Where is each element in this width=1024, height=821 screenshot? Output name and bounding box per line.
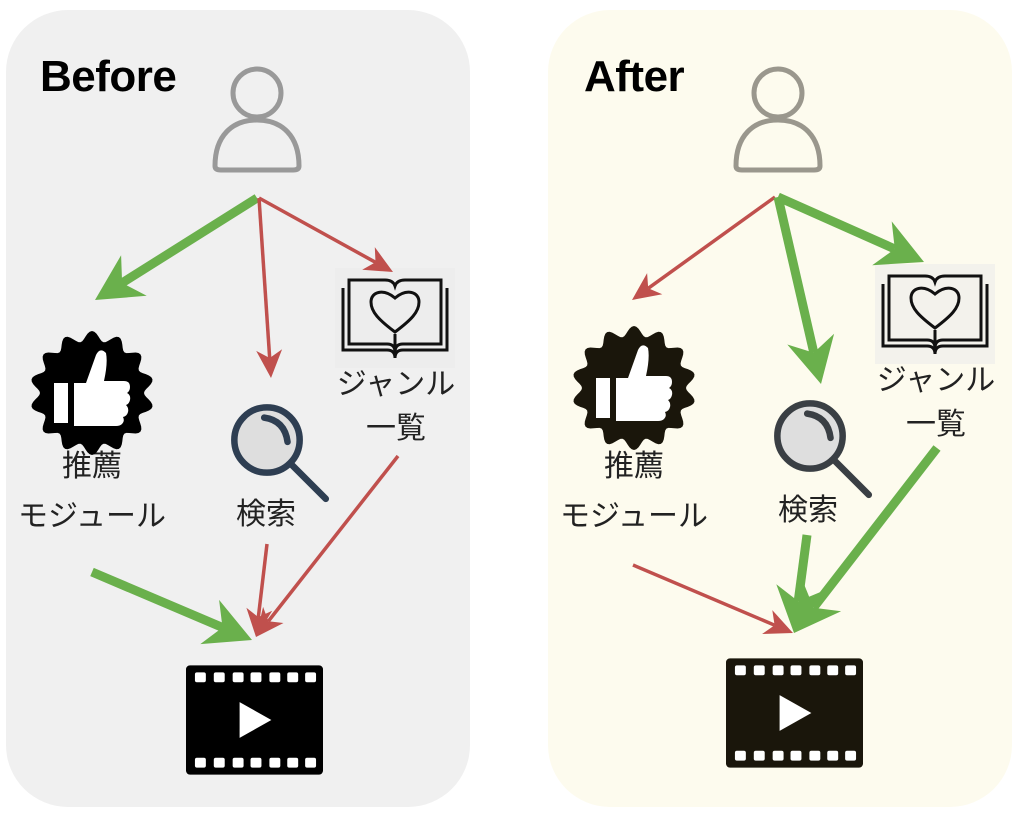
after-book-heart-icon <box>875 264 995 364</box>
arrow-shaft <box>793 534 812 602</box>
after-search-label: 検索 <box>778 493 838 528</box>
arrow-shaft <box>773 195 819 354</box>
before-edge-user-to-genre <box>258 196 393 272</box>
arrow-head <box>362 247 393 272</box>
arrow-head <box>95 255 147 300</box>
after-edge-recommend-to-video <box>632 563 793 634</box>
arrow-shaft <box>810 445 941 611</box>
before-search-label: 検索 <box>236 497 296 532</box>
after-recommend-label-line1: 推薦 <box>604 449 664 484</box>
arrow-head <box>256 349 283 378</box>
before-recommend-label-line2: モジュール <box>18 499 166 534</box>
after-title: After <box>584 52 685 101</box>
arrow-head <box>762 610 793 634</box>
arrow-shaft <box>266 454 400 623</box>
after-edge-user-to-genre <box>776 192 924 266</box>
arrow-head <box>632 273 663 300</box>
before-user-icon <box>215 69 299 170</box>
after-thumbs-up-badge-icon <box>573 326 695 450</box>
arrow-head <box>794 581 842 633</box>
after-genre-label-line2: 一覧 <box>906 407 966 442</box>
arrow-shaft <box>776 192 897 254</box>
arrow-shaft <box>647 195 777 290</box>
before-title: Before <box>40 52 177 101</box>
arrow-shaft <box>256 543 269 618</box>
arrow-head <box>787 333 835 384</box>
before-edge-user-to-recommend <box>95 194 260 300</box>
arrow-head <box>200 599 252 645</box>
arrow-shaft <box>632 563 776 627</box>
before-edge-recommend-to-video <box>90 567 252 645</box>
after-user-icon <box>736 69 820 170</box>
before-genre-label-line1: ジャンル <box>336 367 456 402</box>
arrow-shaft <box>90 567 225 632</box>
before-genre-label-line2: 一覧 <box>366 411 426 446</box>
after-edge-genre-to-video <box>794 445 941 633</box>
after-film-play-icon <box>726 658 863 768</box>
after-recommend-label-line2: モジュール <box>560 499 708 534</box>
before-book-heart-icon <box>335 268 455 368</box>
before-search-icon <box>234 407 325 498</box>
after-edge-user-to-recommend <box>632 195 777 300</box>
before-edge-user-to-search <box>256 197 283 378</box>
before-film-play-icon <box>186 665 323 775</box>
arrow-shaft <box>257 197 272 359</box>
after-genre-label-line1: ジャンル <box>876 363 996 398</box>
before-thumbs-up-badge-icon <box>31 331 153 455</box>
after-edge-user-to-search <box>773 195 835 384</box>
before-edge-genre-to-video <box>256 454 400 637</box>
arrow-head <box>872 221 924 266</box>
after-search-icon <box>777 403 868 494</box>
arrow-head <box>256 606 284 637</box>
arrow-shaft <box>258 196 377 264</box>
arrow-shaft <box>119 194 260 287</box>
